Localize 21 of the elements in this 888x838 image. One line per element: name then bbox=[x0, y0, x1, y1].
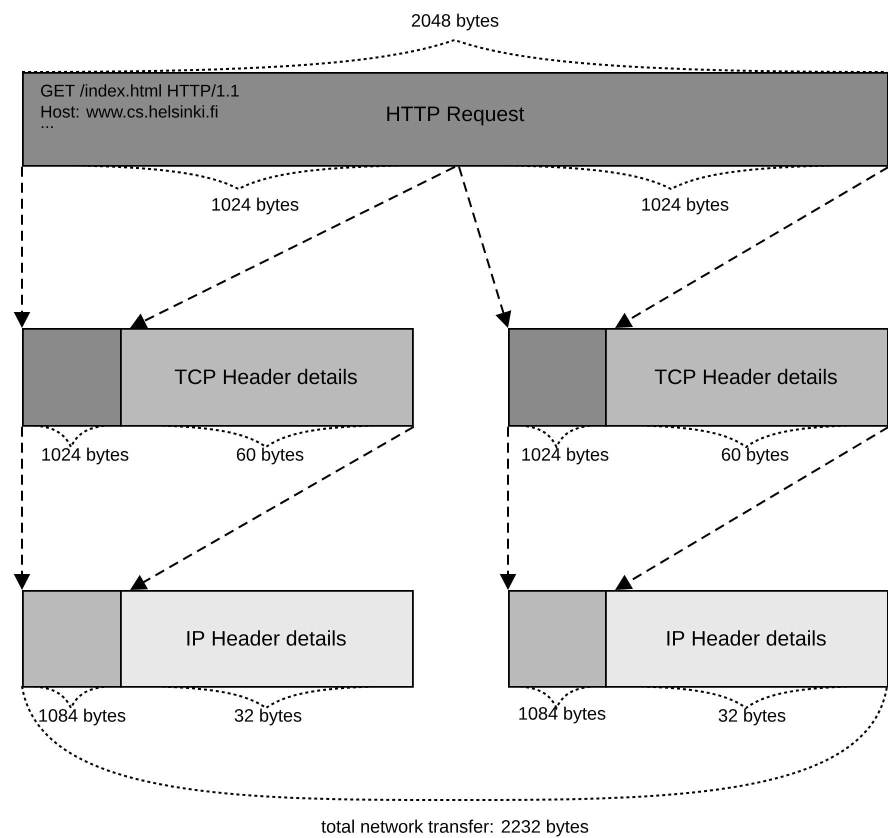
dimension-label: 60 bytes bbox=[236, 448, 304, 464]
dimension-label: 2048 bytes bbox=[412, 14, 498, 30]
dimension-label: 32 bytes bbox=[234, 708, 302, 726]
header-box: IP Header details bbox=[120, 590, 414, 688]
data-segment bbox=[22, 590, 122, 688]
header-box: TCP Header details bbox=[605, 328, 888, 427]
dimension-label: 32 bytes bbox=[718, 708, 786, 726]
request-box: GET /index.html HTTP/1.1 Host: www.cs.helsinki.fi ... HTTP Request bbox=[22, 72, 888, 167]
data-segment bbox=[22, 328, 122, 427]
dimension-label: 1024 bytes bbox=[42, 448, 128, 464]
dimension-label: 1024 bytes bbox=[212, 198, 298, 214]
header-box: IP Header details bbox=[605, 590, 888, 688]
data-segment bbox=[508, 590, 607, 688]
dimension-label: 1024 bytes bbox=[522, 448, 608, 464]
dimension-label: 1084 bytes bbox=[519, 706, 606, 724]
dimension-label: total network transfer: 2232 bytes bbox=[321, 820, 588, 836]
dimension-label: 1024 bytes bbox=[642, 198, 728, 214]
dimension-label: 60 bytes bbox=[722, 448, 788, 464]
header-box: TCP Header details bbox=[120, 328, 414, 427]
data-segment bbox=[508, 328, 607, 427]
dimension-label: 1084 bytes bbox=[39, 708, 126, 726]
